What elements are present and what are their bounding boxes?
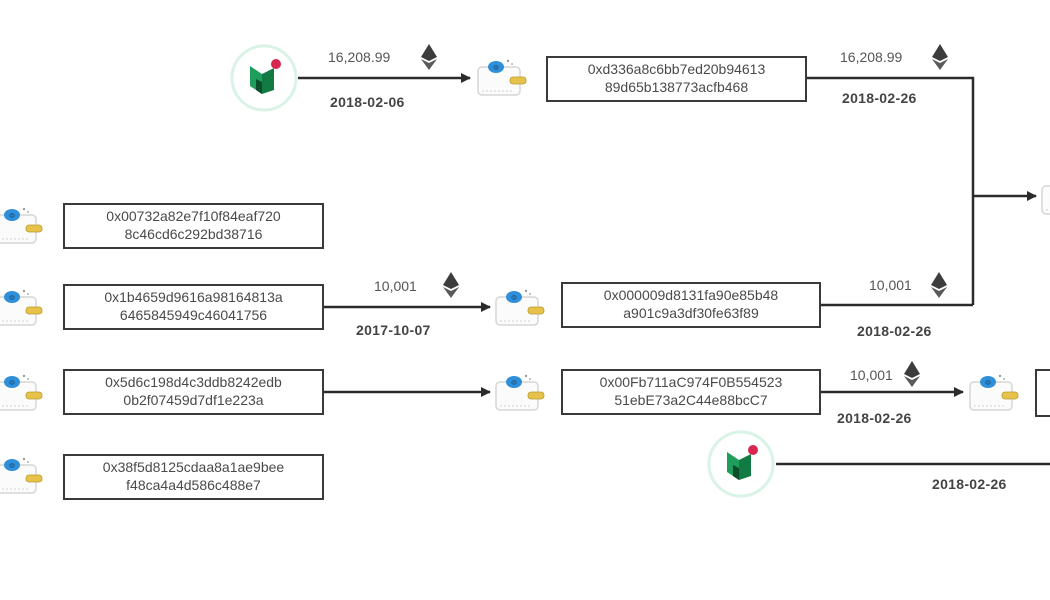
- ethereum-icon: [931, 272, 947, 298]
- wallet-icon[interactable]: Ф: [966, 370, 1022, 416]
- svg-text:Ф: Ф: [511, 294, 517, 302]
- transfer-amount: 10,001: [850, 367, 893, 383]
- wallet-icon[interactable]: Ф: [492, 370, 548, 416]
- exchange-logo-icon[interactable]: [707, 430, 775, 498]
- address-line-2: a901c9a3df30fe63f89: [623, 305, 759, 321]
- address-line-2: 0b2f07459d7df1e223a: [123, 392, 264, 408]
- wallet-icon[interactable]: Ф: [474, 55, 530, 101]
- svg-text:Ф: Ф: [511, 379, 517, 387]
- svg-text:Ф: Ф: [9, 379, 15, 387]
- address-line-1: 0x38f5d8125cdaa8a1ae9bee: [102, 459, 285, 475]
- address-line-2: 6465845949c46041756: [119, 307, 268, 323]
- transfer-date: 2018-02-26: [837, 410, 912, 426]
- address-box[interactable]: 0x00Fb711aC974F0B554523 51ebE73a2C44e88b…: [561, 369, 821, 415]
- address-box[interactable]: 0x00732a82e7f10f84eaf720 8c46cd6c292bd38…: [63, 203, 324, 249]
- svg-text:Ф: Ф: [493, 64, 499, 72]
- address-line-1: 0x5d6c198d4c3ddb8242edb: [105, 374, 282, 390]
- ethereum-icon: [421, 44, 437, 70]
- svg-text:Ф: Ф: [9, 462, 15, 470]
- address-line-1: 0x00Fb711aC974F0B554523: [599, 374, 783, 390]
- wallet-icon[interactable]: Ф: [0, 453, 46, 499]
- address-box[interactable]: 0x38f5d8125cdaa8a1ae9bee f48ca4a4d586c48…: [63, 454, 324, 500]
- address-box[interactable]: 0x5d6c198d4c3ddb8242edb 0b2f07459d7df1e2…: [63, 369, 324, 415]
- ethereum-icon: [932, 44, 948, 70]
- address-box-partial-right-bottom[interactable]: [1035, 369, 1050, 417]
- wallet-icon[interactable]: Ф: [0, 370, 46, 416]
- transfer-amount: 16,208.99: [328, 49, 391, 65]
- address-line-1: 0xd336a8c6bb7ed20b94613: [587, 61, 766, 77]
- address-line-2: 51ebE73a2C44e88bcC7: [614, 392, 768, 408]
- address-line-2: 89d65b138773acfb468: [604, 79, 749, 95]
- svg-text:Ф: Ф: [9, 212, 15, 220]
- wallet-icon[interactable]: Ф: [0, 203, 46, 249]
- address-line-1: 0x00732a82e7f10f84eaf720: [106, 208, 281, 224]
- wallet-icon-partial[interactable]: Ф: [1038, 174, 1050, 220]
- transfer-date: 2018-02-26: [932, 476, 1007, 492]
- ethereum-icon: [443, 272, 459, 298]
- address-line-2: 8c46cd6c292bd38716: [124, 226, 263, 242]
- address-line-1: 0x000009d8131fa90e85b48: [603, 287, 779, 303]
- address-box[interactable]: 0xd336a8c6bb7ed20b94613 89d65b138773acfb…: [546, 56, 807, 102]
- transfer-date: 2018-02-06: [330, 94, 405, 110]
- transfer-amount: 10,001: [374, 278, 417, 294]
- ethereum-icon: [904, 361, 920, 387]
- transfer-date: 2018-02-26: [857, 323, 932, 339]
- address-line-1: 0x1b4659d9616a98164813a: [104, 289, 283, 305]
- exchange-logo-icon[interactable]: [230, 44, 298, 112]
- wallet-icon[interactable]: Ф: [492, 285, 548, 331]
- svg-text:Ф: Ф: [985, 379, 991, 387]
- transfer-date: 2018-02-26: [842, 90, 917, 106]
- svg-text:Ф: Ф: [9, 294, 15, 302]
- address-line-2: f48ca4a4d586c488e7: [126, 477, 261, 493]
- edge-t2: [807, 76, 975, 305]
- wallet-icon[interactable]: Ф: [0, 285, 46, 331]
- address-box[interactable]: 0x1b4659d9616a98164813a 6465845949c46041…: [63, 284, 324, 330]
- transfer-amount: 16,208.99: [840, 49, 903, 65]
- address-box[interactable]: 0x000009d8131fa90e85b48 a901c9a3df30fe63…: [561, 282, 821, 328]
- transfer-date: 2017-10-07: [356, 322, 431, 338]
- transfer-amount: 10,001: [869, 277, 912, 293]
